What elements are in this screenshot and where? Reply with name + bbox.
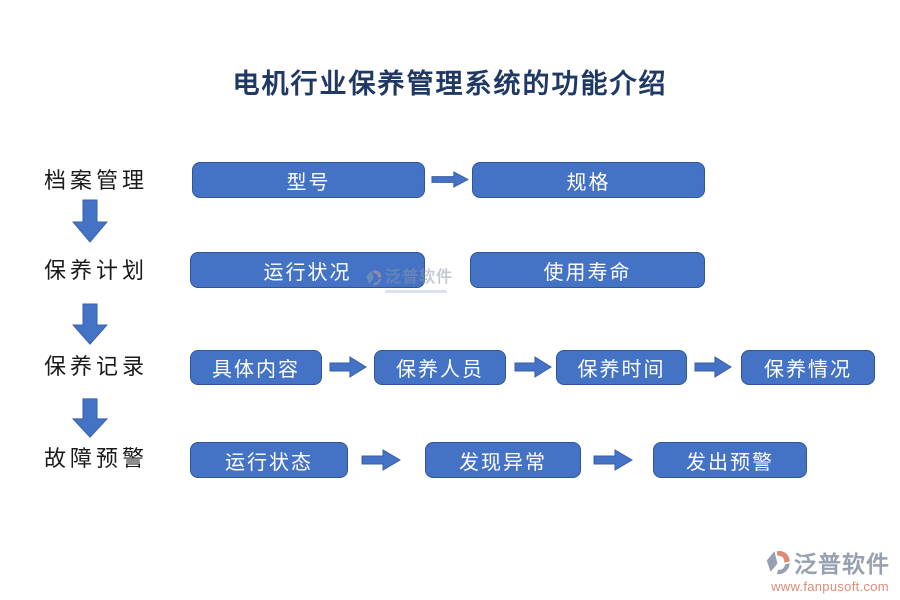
right-arrow-icon (694, 356, 732, 378)
fanpu-logo-icon (766, 551, 790, 575)
down-arrow-icon (72, 303, 108, 345)
flow-box-spec: 规格 (472, 162, 705, 198)
down-arrow-icon (72, 199, 108, 243)
flow-box-maintenance-staff: 保养人员 (374, 350, 506, 385)
right-arrow-icon (514, 356, 552, 378)
watermark: 泛普软件 (366, 268, 453, 293)
row-label-maintenance-plan: 保养计划 (44, 258, 149, 283)
page-title: 电机行业保养管理系统的功能介绍 (232, 69, 668, 99)
flow-box-service-life: 使用寿命 (470, 252, 705, 288)
flow-box-model: 型号 (192, 162, 425, 198)
row-label-maintenance-record: 保养记录 (44, 354, 149, 379)
right-arrow-icon (329, 356, 367, 378)
watermark-brand-text: 泛普软件 (385, 269, 454, 286)
flow-box-running-state: 运行状态 (190, 442, 348, 478)
flow-box-anomaly-found: 发现异常 (425, 442, 581, 478)
brand-url: www.fanpusoft.com (771, 579, 889, 594)
flow-box-issue-warning: 发出预警 (653, 442, 807, 478)
flow-box-maintenance-time: 保养时间 (556, 350, 687, 385)
fanpu-watermark-logo-icon (366, 270, 382, 286)
watermark-tagline-bar (385, 290, 447, 293)
down-arrow-icon (72, 398, 108, 438)
right-arrow-icon (593, 449, 633, 471)
brand-name: 泛普软件 (794, 550, 890, 577)
row-label-archive-management: 档案管理 (44, 168, 149, 193)
flow-box-maintenance-condition: 保养情况 (741, 350, 875, 385)
flow-box-specific-content: 具体内容 (190, 350, 322, 385)
right-arrow-icon (431, 170, 469, 189)
right-arrow-icon (361, 449, 401, 471)
flow-box-operating-status: 运行状况 (190, 252, 425, 288)
footer-logo: 泛普软件 www.fanpusoft.com (766, 548, 894, 594)
row-label-fault-warning: 故障预警 (44, 446, 149, 471)
